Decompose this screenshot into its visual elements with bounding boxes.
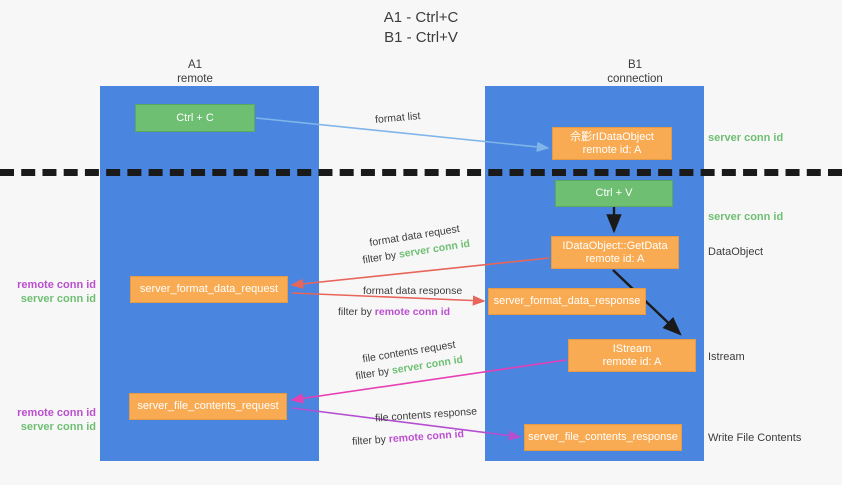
node-ctrl-v[interactable]: Ctrl + V [555,180,673,207]
label-server-conn-id-mid: server conn id [708,211,784,223]
label-remote-conn-id-lower: remote conn id [17,407,96,419]
label-server-conn-id-top: server conn id [708,132,784,144]
filter-prefix-fcr: filter by [354,364,393,383]
lane-header-b1-name: B1 [627,59,643,71]
title-line-2: B1 - Ctrl+V [384,29,458,46]
node-ctrl-v-label: Ctrl + V [595,187,633,199]
connector-label-file-contents-response: file contents response [374,405,478,425]
node-getdata[interactable]: IDataObject::GetData remote id: A [551,236,679,269]
separator-dashed-line [0,169,842,176]
filter-value-fcres: remote conn id [388,428,465,446]
connector-label-format-data-response-filter: filter by remote conn id [338,305,450,319]
lane-header-a1-name: A1 [187,59,203,71]
node-getdata-line1: IDataObject::GetData [562,239,668,252]
title-line-1: A1 - Ctrl+C [383,9,459,26]
lane-header-a1-sub: remote [177,73,213,85]
label-dataobject: DataObject [708,246,764,258]
label-conn-ids-upper: remote conn id server conn id [8,278,96,306]
label-server-conn-id-upper: server conn id [20,293,96,305]
node-idataobject-line2: remote id: A [582,143,642,156]
connector-label-format-data-response: format data response [363,285,463,297]
label-read-file-contents: Read File Contents [0,392,8,406]
lane-header-b1-sub: connection [607,73,663,85]
label-istream: Istream [708,351,745,363]
connector-label-file-contents-response-filter: filter by remote conn id [352,427,465,449]
node-server-format-data-response[interactable]: server_format_data_response [488,288,646,315]
node-ctrl-c-label: Ctrl + C [176,111,214,124]
filter-prefix-fcres: filter by [351,433,390,448]
label-conn-ids-lower: Read File Contents remote conn id server… [8,392,96,434]
connector-label-format-list: format list [374,110,421,126]
node-server-format-data-request-label: server_format_data_request [139,283,279,295]
node-idataobject[interactable]: 佘彲rIDataObject remote id: A [552,127,672,160]
lane-header-b1: B1 connection [560,58,710,86]
node-getdata-line2: remote id: A [585,252,645,265]
node-ctrl-c[interactable]: Ctrl + C [135,104,255,132]
node-server-file-contents-response[interactable]: server_file_contents_response [524,424,682,451]
node-server-format-data-request[interactable]: server_format_data_request [130,276,288,303]
node-server-format-data-response-label: server_format_data_response [493,295,641,307]
node-istream[interactable]: IStream remote id: A [568,339,696,372]
filter-prefix-fdr: filter by [361,248,400,267]
node-istream-line1: IStream [612,342,652,355]
node-server-file-contents-request[interactable]: server_file_contents_request [129,393,287,420]
label-server-conn-id-lower: server conn id [20,421,96,433]
label-remote-conn-id-upper: remote conn id [17,279,96,291]
node-server-file-contents-response-label: server_file_contents_response [528,431,678,443]
lane-header-a1: A1 remote [120,58,270,86]
node-idataobject-line1: 佘彲rIDataObject [570,130,654,143]
page-title: A1 - Ctrl+C B1 - Ctrl+V [0,8,842,48]
node-istream-line2: remote id: A [602,355,662,368]
node-server-file-contents-request-label: server_file_contents_request [137,400,279,412]
label-write-file-contents: Write File Contents [708,432,802,444]
filter-prefix-fdres: filter by [338,306,375,318]
filter-value-fdres: remote conn id [374,306,451,318]
